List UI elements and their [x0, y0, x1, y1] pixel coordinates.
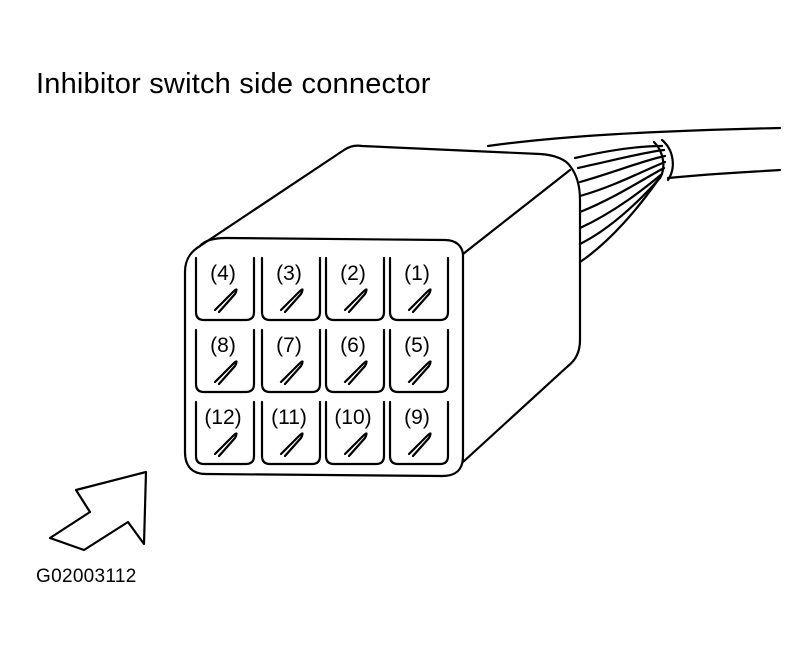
pin-label: (1) — [404, 262, 430, 285]
pin-label: (6) — [340, 334, 366, 357]
pin-label: (11) — [271, 406, 307, 429]
pin-label: (2) — [340, 262, 366, 285]
connector-housing — [183, 144, 582, 478]
pin-cavity: (11) — [260, 400, 322, 466]
pin-label: (5) — [404, 334, 430, 357]
pin-cavity: (12) — [194, 400, 256, 466]
pin-label: (4) — [210, 262, 236, 285]
pin-cavity: (9) — [388, 400, 450, 466]
wire-harness — [486, 126, 782, 264]
pin-cavity: (3) — [260, 256, 322, 322]
arrow-icon — [48, 470, 148, 552]
pin-cavity: (6) — [324, 328, 386, 394]
diagram-title: Inhibitor switch side connector — [36, 68, 431, 100]
pin-cavity: (4) — [194, 256, 256, 322]
pin-cavity: (5) — [388, 328, 450, 394]
pin-cavity: (10) — [324, 400, 386, 466]
pin-cavity: (8) — [194, 328, 256, 394]
figure-id: G02003112 — [36, 566, 137, 587]
pin-label: (12) — [204, 406, 241, 429]
pin-cavity: (7) — [260, 328, 322, 394]
pin-label: (7) — [276, 334, 302, 357]
pin-cavity: (2) — [324, 256, 386, 322]
pin-label: (9) — [404, 406, 430, 429]
pin-label: (10) — [334, 406, 371, 429]
pin-cavity: (1) — [388, 256, 450, 322]
pin-label: (8) — [210, 334, 236, 357]
pin-label: (3) — [276, 262, 302, 285]
pin-grid: (4) (3) (2) (1) (8) (7) (6) (5) (12) (11) (10) (9) — [194, 256, 450, 466]
